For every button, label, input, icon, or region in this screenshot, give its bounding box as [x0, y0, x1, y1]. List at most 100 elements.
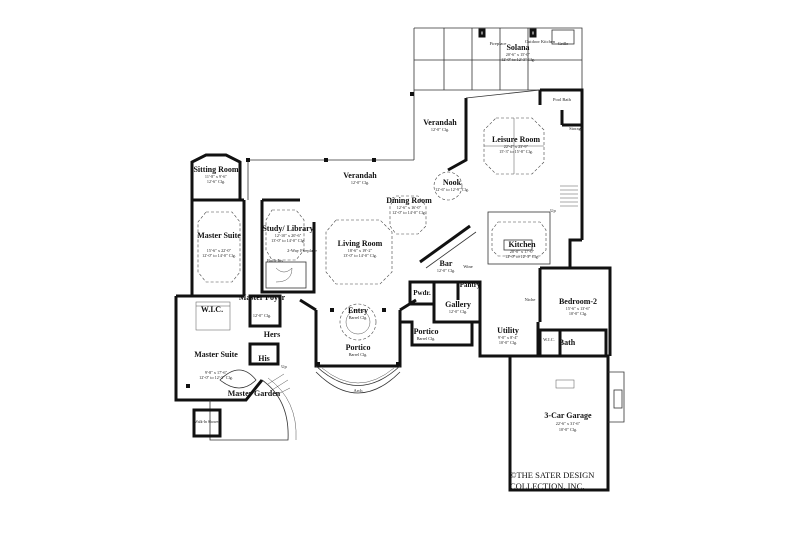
room-label-master-foyer: Master Foyer 12'-0" Clg. [239, 293, 286, 318]
room-label-study: Study/ Library 12'-10" x 20'-6" 13'-0" t… [262, 224, 313, 243]
svg-text:12'-6" Clg.: 12'-6" Clg. [207, 179, 225, 184]
svg-text:22'-6" x 31'-6": 22'-6" x 31'-6" [556, 421, 581, 426]
credit-line-2: COLLECTION, INC. [510, 481, 584, 491]
svg-text:Nook: Nook [443, 178, 462, 187]
svg-text:Verandah: Verandah [343, 171, 377, 180]
grille-label: Grille [558, 41, 569, 46]
niche-label: Niche [525, 297, 536, 302]
room-label-living: Living Room 18'-6" x 19'-2" 13'-0" to 14… [338, 239, 383, 258]
room-label-gallery: Gallery 12'-0" Clg. [445, 300, 471, 314]
up-label-stair: Up [550, 208, 556, 213]
svg-text:15'-3" to 15'-8" Clg.: 15'-3" to 15'-8" Clg. [499, 149, 533, 154]
svg-text:Master Suite: Master Suite [197, 231, 241, 240]
svg-text:3-Car Garage: 3-Car Garage [544, 411, 592, 420]
arch-label: Arch [354, 388, 364, 393]
wine-label: Wine [463, 264, 473, 269]
room-label-dining: Dining Room 12'-6" x 16'-0" 12'-0" to 14… [386, 196, 432, 215]
bath-label: Bath [559, 338, 576, 347]
solana-clg: 12'-0" to 12'-3" Clg. [501, 57, 535, 62]
room-label-kitchen: Kitchen 20'-0" x 17'-0" 12'-0" to 12'-3"… [505, 240, 539, 259]
svg-text:12'-0" Clg.: 12'-0" Clg. [431, 127, 449, 132]
storage-label: Storage [569, 126, 583, 131]
svg-text:12'-0" to 12'-3" Clg.: 12'-0" to 12'-3" Clg. [505, 254, 539, 259]
room-label-bar: Bar 12'-0" Clg. [437, 259, 455, 273]
solana-dims: 20'-6" x 15'-0" [506, 52, 531, 57]
svg-text:9'-8" x 17'-6": 9'-8" x 17'-6" [205, 370, 228, 375]
svg-text:Dining Room: Dining Room [386, 196, 432, 205]
svg-text:12'-0" to 12'-3" Clg.: 12'-0" to 12'-3" Clg. [199, 375, 233, 380]
svg-text:Entry: Entry [348, 306, 368, 315]
shower-label: Walk-In Shower [195, 420, 221, 424]
room-label-portico-main: Portico Barrel Clg. [346, 343, 371, 357]
svg-text:Barrel Clg.: Barrel Clg. [349, 352, 368, 357]
svg-text:20'-0" x 17'-0": 20'-0" x 17'-0" [510, 249, 535, 254]
up-label-garden: Up [281, 364, 287, 369]
credit-line-1: ©THE SATER DESIGN [510, 470, 594, 480]
room-label-portico-side: Portico Barrel Clg. [414, 327, 439, 341]
svg-text:Portico: Portico [346, 343, 371, 352]
room-label-leisure: Leisure Room 22'-4" x 23'-9" 15'-3" to 1… [492, 135, 540, 154]
svg-text:11'-8" x 9'-6": 11'-8" x 9'-6" [205, 174, 228, 179]
svg-text:22'-4" x 23'-9": 22'-4" x 23'-9" [504, 144, 529, 149]
svg-text:Master Foyer: Master Foyer [239, 293, 286, 302]
svg-text:Bedroom-2: Bedroom-2 [559, 297, 597, 306]
wic-small-label: W.I.C. [543, 337, 555, 342]
svg-text:15'-6" x 13'-6": 15'-6" x 13'-6" [566, 306, 591, 311]
svg-text:Gallery: Gallery [445, 300, 471, 309]
room-label-verandah-main: Verandah 12'-0" Clg. [343, 171, 377, 185]
svg-text:Living Room: Living Room [338, 239, 383, 248]
svg-text:12'-0" Clg.: 12'-0" Clg. [351, 180, 369, 185]
svg-text:Sitting Room: Sitting Room [193, 165, 238, 174]
svg-text:10'-0" Clg.: 10'-0" Clg. [499, 340, 517, 345]
svg-text:15'-6" x 22'-0": 15'-6" x 22'-0" [207, 248, 232, 253]
room-label-nook: Nook 12'-6" to 12'-9" Clg. [435, 178, 469, 192]
svg-text:Portico: Portico [414, 327, 439, 336]
room-label-solana: Solana 20'-6" x 15'-0" 12'-0" to 12'-3" … [501, 43, 535, 62]
svg-text:13'-0" to 14'-0" Clg.: 13'-0" to 14'-0" Clg. [271, 238, 305, 243]
svg-text:Verandah: Verandah [423, 118, 457, 127]
his-label: His [258, 354, 270, 363]
svg-text:18'-6" x 19'-2": 18'-6" x 19'-2" [348, 248, 373, 253]
svg-text:10'-0" Clg.: 10'-0" Clg. [569, 311, 587, 316]
svg-text:12'-6" x 16'-0": 12'-6" x 16'-0" [397, 205, 422, 210]
svg-text:12'-0" Clg.: 12'-0" Clg. [437, 268, 455, 273]
svg-text:Kitchen: Kitchen [508, 240, 536, 249]
fireplace-label: Fireplace [490, 41, 507, 46]
room-label-utility: Utility 9'-0" x 8'-4" 10'-0" Clg. [497, 326, 519, 345]
pantry-label: Pantry [460, 281, 481, 289]
svg-text:12'-0" to 14'-0" Clg.: 12'-0" to 14'-0" Clg. [392, 210, 426, 215]
outdoor-kitchen-label: Outdoor Kitchen [525, 39, 556, 44]
interior-walls [186, 89, 608, 397]
svg-text:Barrel Clg.: Barrel Clg. [417, 336, 436, 341]
svg-text:Bar: Bar [440, 259, 453, 268]
room-label-entry: Entry Barrel Clg. [348, 306, 368, 320]
svg-text:Study/ Library: Study/ Library [262, 224, 313, 233]
svg-text:12'-0" Clg.: 12'-0" Clg. [449, 309, 467, 314]
built-ins-label: Built-Ins [267, 258, 283, 263]
solana-name: Solana [506, 43, 529, 52]
pwdr-label: Pwdr. [413, 289, 431, 297]
svg-text:Leisure Room: Leisure Room [492, 135, 540, 144]
master-garden-label: Master Garden [228, 389, 281, 398]
svg-text:Utility: Utility [497, 326, 519, 335]
svg-text:Barrel Clg.: Barrel Clg. [349, 315, 368, 320]
room-label-master-bath: Master Suite 9'-8" x 17'-6" 12'-0" to 12… [194, 350, 238, 380]
room-label-garage: 3-Car Garage 22'-6" x 31'-6" 10'-0" Clg. [544, 411, 592, 432]
svg-text:12'-0" to 14'-0" Clg.: 12'-0" to 14'-0" Clg. [202, 253, 236, 258]
pool-bath-label: Pool Bath [553, 97, 572, 102]
room-label-sitting: Sitting Room 11'-8" x 9'-6" 12'-6" Clg. [193, 165, 238, 184]
svg-text:Master Suite: Master Suite [194, 350, 238, 359]
two-way-fireplace-label: 2-Way Fireplace [287, 248, 317, 253]
room-label-bedroom2: Bedroom-2 15'-6" x 13'-6" 10'-0" Clg. [559, 297, 597, 316]
svg-text:9'-0" x 8'-4": 9'-0" x 8'-4" [498, 335, 519, 340]
exterior-walls [174, 27, 625, 492]
wic-main-label: W.I.C. [201, 305, 223, 314]
room-label-master-suite: Master Suite 15'-6" x 22'-0" 12'-0" to 1… [197, 231, 241, 258]
room-label-verandah-right: Verandah 12'-0" Clg. [423, 118, 457, 132]
svg-text:12'-0" Clg.: 12'-0" Clg. [253, 313, 271, 318]
svg-text:13'-0" to 14'-0" Clg.: 13'-0" to 14'-0" Clg. [343, 253, 377, 258]
svg-text:12'-6" to 12'-9" Clg.: 12'-6" to 12'-9" Clg. [435, 187, 469, 192]
svg-text:10'-0" Clg.: 10'-0" Clg. [559, 427, 577, 432]
svg-text:12'-10" x 20'-6": 12'-10" x 20'-6" [275, 233, 302, 238]
